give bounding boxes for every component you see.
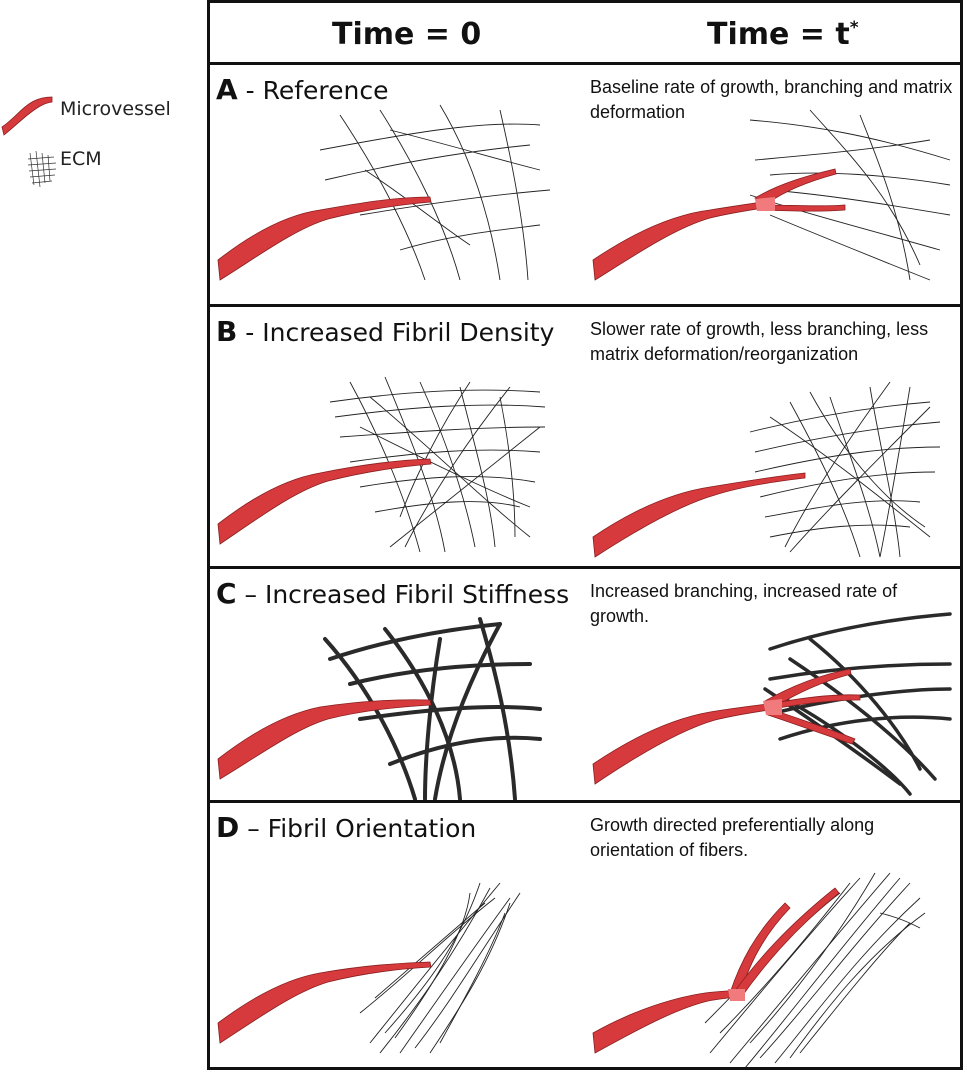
- panel-b-title: B - Increased Fibril Density: [216, 315, 554, 348]
- panel-d-title-text: – Fibril Orientation: [239, 814, 477, 843]
- panel-a-title-text: - Reference: [237, 76, 389, 105]
- panel-b-fibers-t: [749, 381, 941, 558]
- panel-a-title: A - Reference: [216, 73, 388, 106]
- legend-ecm-label: ECM: [60, 148, 102, 170]
- timet-superscript: *: [849, 18, 859, 38]
- legend-swatches: [1, 96, 57, 188]
- panel-d-description: Growth directed preferentially along ori…: [590, 815, 875, 860]
- legend-microvessel-label: Microvessel: [60, 98, 171, 120]
- panel-a-fibers-t: [749, 109, 951, 281]
- panel-a-vessel-t: [592, 168, 846, 281]
- panel-d-illustration: [217, 872, 926, 1067]
- panel-b-vessel-t0: [217, 458, 432, 545]
- panel-d-title: D – Fibril Orientation: [216, 811, 476, 844]
- legend: Microvessel ECM: [0, 85, 205, 215]
- column-title-timet: Time = t*: [707, 17, 859, 52]
- panel-d-vessel-t: [592, 887, 840, 1054]
- panel-d-fibril-orientation: D – Fibril Orientation Growth directed p…: [210, 803, 960, 1070]
- panel-d-letter: D: [216, 811, 240, 844]
- panel-c-vessel-t: [592, 668, 861, 785]
- figure-frame: Time = 0 Time = t* A - Reference Baselin…: [207, 0, 963, 1070]
- panel-d-vessel-t0: [217, 961, 432, 1044]
- panel-c-illustration: [217, 612, 952, 800]
- panel-a-reference: A - Reference Baseline rate of growth, b…: [210, 65, 960, 307]
- panel-a-description: Baseline rate of growth, branching and m…: [590, 77, 953, 122]
- panel-a-letter: A: [216, 73, 238, 106]
- panel-b-title-text: - Increased Fibril Density: [237, 318, 555, 347]
- timet-text: Time = t: [707, 17, 850, 52]
- panel-d-fibers-t: [704, 872, 926, 1067]
- panel-c-letter: C: [216, 577, 237, 610]
- column-title-time0: Time = 0: [332, 17, 482, 52]
- panel-c-description: Increased branching, increased rate of g…: [590, 581, 898, 626]
- panel-b-letter: B: [216, 315, 238, 348]
- panel-a-illustration: [217, 104, 951, 281]
- panel-b-increased-fibril-density: B - Increased Fibril Density Slower rate…: [210, 307, 960, 569]
- panel-b-illustration: [217, 376, 941, 558]
- panel-b-vessel-t: [592, 472, 806, 558]
- panel-c-increased-fibril-stiffness: C – Increased Fibril Stiffness Increased…: [210, 569, 960, 803]
- panel-b-fibers-t0: [329, 376, 546, 553]
- panel-c-fibers-t0: [323, 617, 542, 800]
- panel-c-title: C – Increased Fibril Stiffness: [216, 577, 569, 610]
- panel-b-description: Slower rate of growth, less branching, l…: [590, 319, 929, 364]
- panel-c-fibers-t: [763, 612, 952, 796]
- panel-d-fibers-t0: [359, 882, 521, 1054]
- panel-c-title-text: – Increased Fibril Stiffness: [236, 580, 570, 609]
- ecm-legend-icon: [27, 150, 57, 188]
- microvessel-legend-icon: [1, 96, 53, 136]
- panel-c-vessel-t0: [217, 699, 432, 780]
- panel-a-vessel-t0: [217, 196, 432, 281]
- panel-a-fibers-t0: [319, 104, 551, 281]
- header-row: Time = 0 Time = t*: [210, 3, 960, 65]
